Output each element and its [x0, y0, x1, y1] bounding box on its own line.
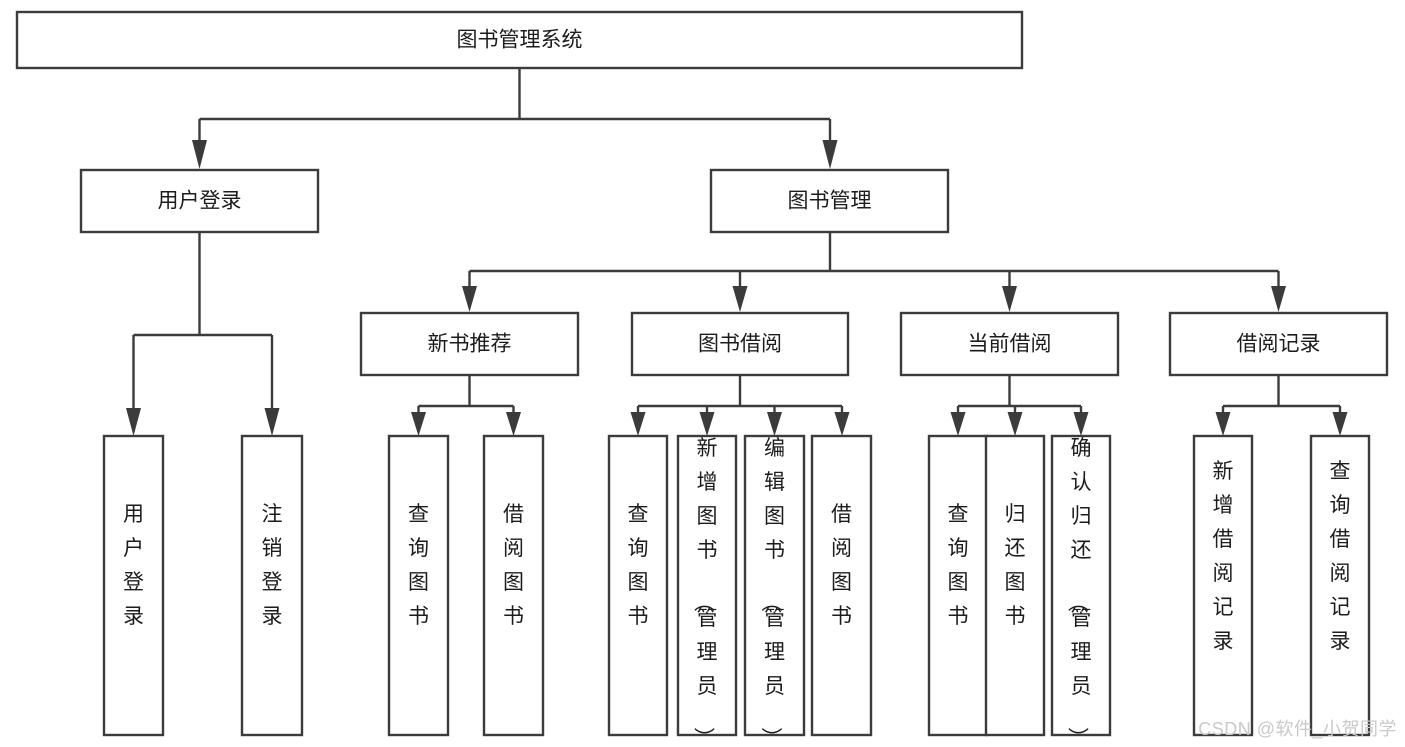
node-current-borrow[interactable]: 当前借阅 — [899, 311, 1120, 377]
arrowhead-leaf-query-record — [1332, 412, 1348, 436]
node-book-management[interactable]: 图书管理 — [709, 168, 950, 234]
leaf-query-book-3-label: 查询图书 — [948, 503, 969, 628]
node-new-book-recommend[interactable]: 新书推荐 — [359, 311, 580, 377]
node-borrow-record-box[interactable] — [1168, 311, 1389, 377]
arrowhead-new-book-recommend — [462, 286, 477, 312]
leaf-add-book-box[interactable] — [676, 434, 738, 737]
leaf-query-book-1-label: 查询图书 — [408, 503, 429, 628]
leaf-borrow-book-1[interactable]: 借阅图书 — [482, 434, 545, 737]
node-user-login-label: 用户登录 — [158, 190, 242, 213]
arrowhead-current-borrow — [1002, 286, 1017, 312]
leaf-query-book-3[interactable]: 查询图书 — [927, 434, 989, 737]
leaf-edit-book-box[interactable] — [743, 434, 806, 737]
arrowhead-leaf-edit-book — [767, 412, 782, 436]
node-root-label: 图书管理系统 — [457, 29, 583, 52]
leaf-return-book-label: 归还图书 — [1005, 503, 1026, 628]
node-borrow-record-label: 借阅记录 — [1237, 333, 1321, 356]
arrowhead-leaf-borrow-book-1 — [506, 412, 521, 436]
node-current-borrow-box[interactable] — [899, 311, 1120, 377]
leaf-query-book-2-box[interactable] — [607, 434, 669, 737]
leaf-confirm-return-label: 确认归还（管理员） — [1066, 437, 1092, 747]
leaf-query-book-3-box[interactable] — [927, 434, 989, 737]
leaf-query-book-1[interactable]: 查询图书 — [387, 434, 450, 737]
leaf-borrow-book-1-box[interactable] — [482, 434, 545, 737]
leaf-add-book-label: 新增图书（管理员） — [692, 437, 718, 747]
leaf-confirm-return[interactable]: 确认归还（管理员） — [1050, 434, 1112, 747]
leaf-logout-login-box[interactable] — [240, 434, 304, 737]
leaf-query-record-box[interactable] — [1309, 434, 1371, 737]
arrowhead-leaf-query-book-1 — [411, 412, 426, 436]
leaf-add-record-box[interactable] — [1192, 434, 1254, 737]
leaf-add-record-label: 新增借阅记录 — [1213, 460, 1234, 653]
arrowhead-book-borrow — [732, 286, 748, 312]
leaf-borrow-book-2-label: 借阅图书 — [831, 503, 852, 628]
node-user-login-box[interactable] — [79, 168, 320, 234]
node-new-book-recommend-label: 新书推荐 — [428, 333, 512, 356]
arrowhead-leaf-logout-login — [264, 408, 280, 436]
leaf-user-login[interactable]: 用户登录 — [102, 434, 165, 737]
node-borrow-record[interactable]: 借阅记录 — [1168, 311, 1389, 377]
leaf-confirm-return-box[interactable] — [1050, 434, 1112, 737]
arrowhead-leaf-add-record — [1215, 412, 1231, 436]
arrowhead-leaf-confirm-return — [1073, 412, 1089, 436]
node-book-borrow-box[interactable] — [630, 311, 850, 377]
leaf-query-book-2-label: 查询图书 — [628, 503, 649, 628]
leaf-add-record[interactable]: 新增借阅记录 — [1192, 434, 1254, 737]
arrowhead-borrow-record — [1271, 286, 1286, 312]
arrowhead-leaf-query-book-2 — [630, 412, 646, 436]
arrowhead-leaf-query-book-3 — [950, 412, 966, 436]
arrowhead-user-login — [192, 140, 207, 169]
node-root[interactable]: 图书管理系统 — [15, 10, 1024, 70]
arrowhead-leaf-return-book — [1007, 412, 1023, 436]
leaf-query-book-1-box[interactable] — [387, 434, 450, 737]
leaf-add-book[interactable]: 新增图书（管理员） — [676, 434, 738, 747]
leaf-edit-book-label: 编辑图书（管理员） — [759, 437, 785, 747]
leaf-return-book-box[interactable] — [984, 434, 1046, 737]
node-book-borrow-label: 图书借阅 — [698, 333, 782, 356]
leaf-edit-book[interactable]: 编辑图书（管理员） — [743, 434, 806, 747]
node-book-management-label: 图书管理 — [788, 190, 872, 213]
leaf-query-book-2[interactable]: 查询图书 — [607, 434, 669, 737]
arrowhead-leaf-add-book — [699, 412, 715, 436]
arrowhead-leaf-user-login — [126, 408, 141, 436]
leaf-borrow-book-2-box[interactable] — [810, 434, 873, 737]
node-book-borrow[interactable]: 图书借阅 — [630, 311, 850, 377]
leaf-query-record-label: 查询借阅记录 — [1330, 460, 1351, 653]
arrowhead-book-management — [822, 140, 838, 169]
leaf-borrow-book-1-label: 借阅图书 — [503, 503, 524, 628]
leaf-borrow-book-2[interactable]: 借阅图书 — [810, 434, 873, 737]
leaf-query-record[interactable]: 查询借阅记录 — [1309, 434, 1371, 737]
leaf-user-login-label: 用户登录 — [123, 503, 144, 628]
leaf-logout-login[interactable]: 注销登录 — [240, 434, 304, 737]
node-user-login[interactable]: 用户登录 — [79, 168, 320, 234]
node-new-book-recommend-box[interactable] — [359, 311, 580, 377]
arrowhead-leaf-borrow-book-2 — [834, 412, 850, 436]
leaf-user-login-box[interactable] — [102, 434, 165, 737]
connector-group — [126, 68, 1348, 436]
leaf-return-book[interactable]: 归还图书 — [984, 434, 1046, 737]
node-book-management-box[interactable] — [709, 168, 950, 234]
node-root-box[interactable] — [15, 10, 1024, 70]
leaf-logout-login-label: 注销登录 — [262, 503, 283, 628]
node-current-borrow-label: 当前借阅 — [968, 333, 1052, 356]
